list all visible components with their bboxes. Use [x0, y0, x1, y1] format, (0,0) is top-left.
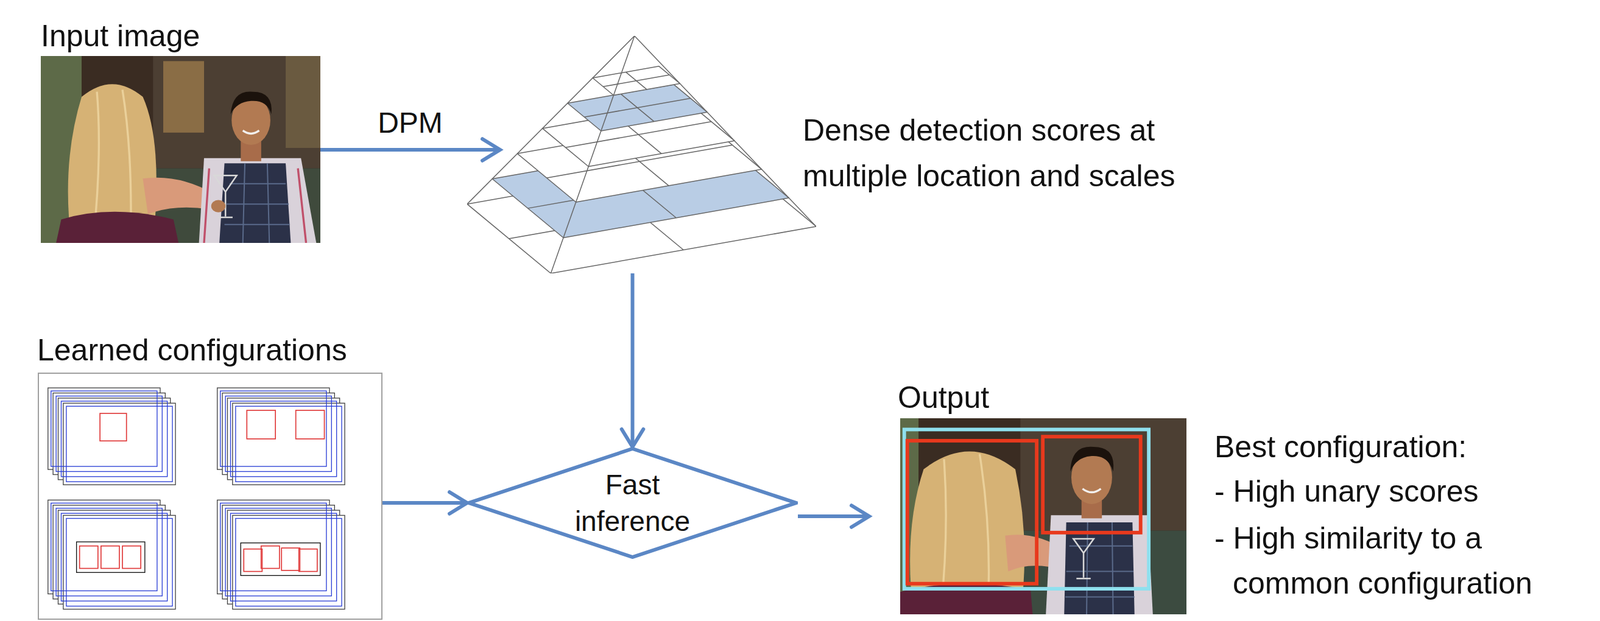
arrow-head — [449, 492, 468, 515]
connector-arrow — [797, 505, 870, 528]
connector-arrow — [621, 273, 644, 448]
arrow-head — [621, 429, 644, 448]
connector-line — [320, 148, 501, 152]
feature-pyramid — [467, 35, 817, 274]
edge-label: DPM — [373, 104, 447, 142]
connector-line — [630, 273, 635, 448]
diamond-text: Fast inference — [574, 466, 691, 540]
note-text: Best configuration: — [1214, 424, 1467, 470]
heading-text: Learned configurations — [37, 331, 348, 370]
arrow-head — [851, 505, 870, 528]
pyramid-frame: Dense detection scores at multiple locat… — [467, 35, 817, 274]
configuration-panel: Learned configurations — [37, 372, 383, 621]
bullet-text: - High similarity to a common configurat… — [1214, 515, 1556, 607]
decision-diamond: Fast inference — [467, 447, 798, 560]
connector-line — [797, 514, 870, 519]
output-photo — [900, 418, 1187, 615]
diamond-shape — [468, 448, 797, 558]
photo-frame: Input image — [40, 56, 321, 244]
arrow-head — [482, 138, 501, 161]
connector-line — [382, 501, 468, 505]
description-text: Dense detection scores at multiple locat… — [802, 107, 1193, 200]
photo-frame: OutputBest configuration:- High unary sc… — [900, 418, 1187, 615]
bullet-text: - High unary scores — [1214, 468, 1479, 515]
connector-arrow — [382, 492, 468, 515]
connector-arrow — [320, 138, 501, 161]
configuration-thumbnails — [37, 372, 383, 621]
input-photo — [40, 56, 321, 244]
heading-text: Output — [897, 378, 990, 417]
heading-text: Input image — [40, 17, 200, 55]
diamond-outline — [467, 447, 798, 560]
